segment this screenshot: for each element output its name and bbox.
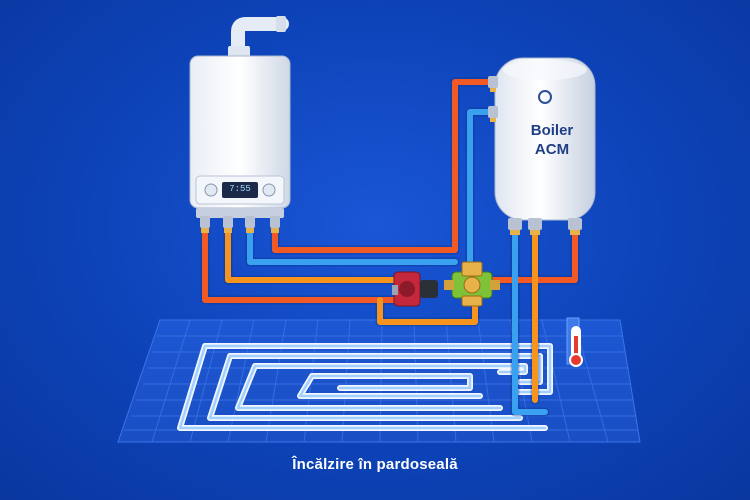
cold-water-pipe xyxy=(247,222,458,265)
tank-coil-return-pipe xyxy=(467,109,498,293)
storage-tank-label: Boiler ACM xyxy=(530,122,574,158)
mixing-valve-icon xyxy=(444,261,500,307)
floor-heating-loop xyxy=(177,343,553,431)
pipework xyxy=(200,77,580,417)
hot-water-cylinder-icon xyxy=(488,57,596,235)
boiler-display-readout: 7:55 xyxy=(229,184,251,194)
tank-hot-outlet-pipe xyxy=(487,227,578,283)
floor-return-pipe xyxy=(512,227,548,415)
thermometer-icon xyxy=(569,326,583,367)
tank-feed-pipe xyxy=(272,79,498,253)
floor-heating-caption: Încălzire în pardoseală xyxy=(292,456,458,473)
wall-boiler-icon xyxy=(189,16,291,233)
boiler-flow-pipe xyxy=(202,222,403,303)
boiler-return-pipe xyxy=(225,222,403,283)
circulation-pump-icon xyxy=(392,271,438,307)
